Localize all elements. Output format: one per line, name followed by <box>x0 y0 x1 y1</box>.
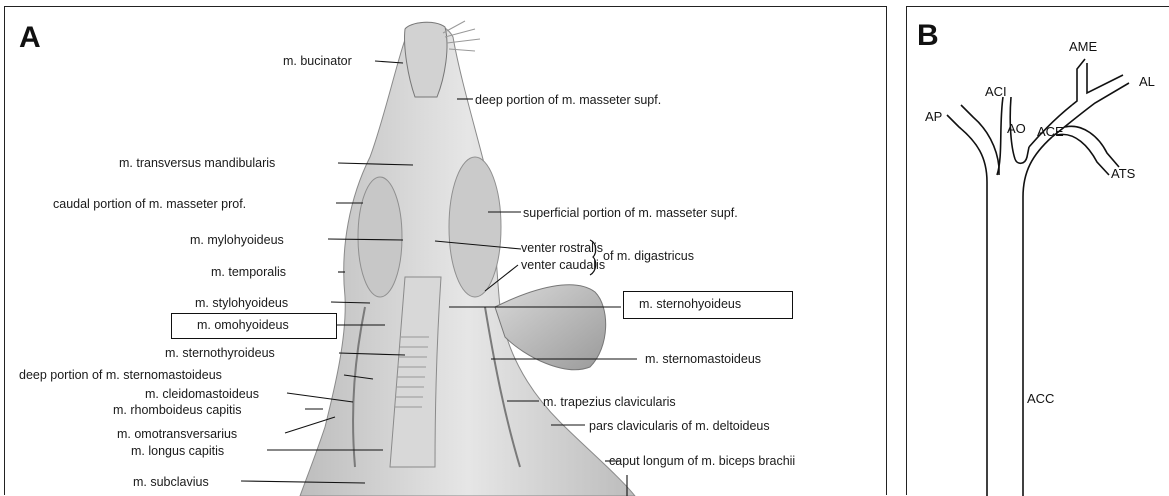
label-subclavius: m. subclavius <box>133 475 209 489</box>
label-acc: ACC <box>1027 392 1054 406</box>
label-ao: AO <box>1007 122 1026 136</box>
acc-left-wall-ap <box>947 115 987 496</box>
label-ats: ATS <box>1111 167 1135 181</box>
label-stylohyoideus: m. stylohyoideus <box>195 296 288 310</box>
label-omohyoideus: m. omohyoideus <box>197 318 289 332</box>
label-omotransversarius: m. omotransversarius <box>117 427 237 441</box>
label-sternomastoideus: m. sternomastoideus <box>645 352 761 366</box>
label-venter-rostralis: venter rostralis <box>521 241 603 255</box>
ap-inner-wall <box>961 105 999 175</box>
artery-diagram <box>907 7 1169 496</box>
acc-right-wall <box>1023 137 1052 496</box>
masseter-right <box>449 157 501 297</box>
panel-b: B AME AL ACI AP AO ACE ATS ACC <box>906 6 1169 495</box>
label-al: AL <box>1139 75 1155 89</box>
masseter-left <box>358 177 402 297</box>
ats-outer <box>1057 134 1109 175</box>
label-trapezius: m. trapezius clavicularis <box>543 395 676 409</box>
label-transversus-mandibularis: m. transversus mandibularis <box>119 156 275 170</box>
label-masseter-deep: deep portion of m. masseter supf. <box>475 93 661 107</box>
label-sternohyoideus: m. sternohyoideus <box>639 297 741 311</box>
label-aci: ACI <box>985 85 1007 99</box>
label-cleidomastoideus: m. cleidomastoideus <box>145 387 259 401</box>
ats-inner <box>1065 126 1119 167</box>
label-masseter-superficial: superficial portion of m. masseter supf. <box>523 206 738 220</box>
ao-bump <box>1015 147 1029 163</box>
label-ace: ACE <box>1037 125 1064 139</box>
label-masseter-prof: caudal portion of m. masseter prof. <box>53 197 246 211</box>
label-longus-capitis: m. longus capitis <box>131 444 224 458</box>
label-venter-caudalis: venter caudalis <box>521 258 605 272</box>
label-ame: AME <box>1069 40 1097 54</box>
al-branch <box>1072 59 1085 105</box>
label-digastricus: of m. digastricus <box>603 249 694 263</box>
label-biceps: caput longum of m. biceps brachii <box>609 454 795 468</box>
label-mylohyoideus: m. mylohyoideus <box>190 233 284 247</box>
label-deep-sternomastoideus: deep portion of m. sternomastoideus <box>19 368 222 382</box>
label-ap: AP <box>925 110 942 124</box>
label-rhomboideus: m. rhomboideus capitis <box>113 403 242 417</box>
label-temporalis: m. temporalis <box>211 265 286 279</box>
ame-branch <box>1087 63 1123 93</box>
label-sternothyroideus: m. sternothyroideus <box>165 346 275 360</box>
label-bucinator: m. bucinator <box>283 54 352 68</box>
label-deltoideus: pars clavicularis of m. deltoideus <box>589 419 770 433</box>
panel-a: A <box>4 6 887 495</box>
